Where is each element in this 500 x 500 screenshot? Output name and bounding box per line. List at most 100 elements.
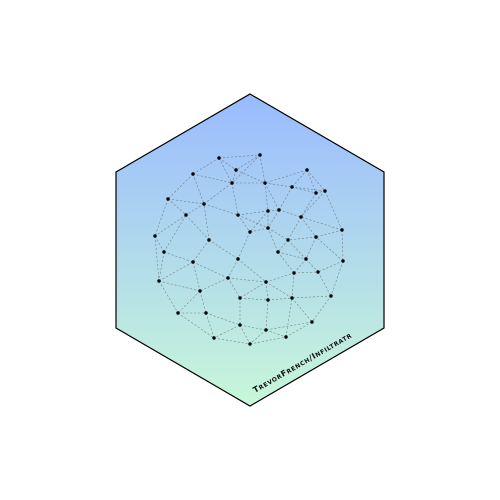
network-edge: [278, 186, 293, 211]
network-edge: [185, 203, 205, 216]
network-edge: [287, 236, 317, 241]
network-edge: [300, 216, 343, 231]
network-edge: [192, 157, 220, 175]
network-edge: [237, 231, 251, 260]
network-edge: [249, 210, 269, 233]
network-edge: [203, 203, 210, 241]
network-node: [157, 279, 161, 283]
network-node: [198, 289, 202, 293]
network-edge: [300, 216, 317, 238]
network-edge: [192, 173, 205, 205]
network-node: [226, 276, 230, 280]
network-node: [153, 234, 157, 238]
network-node: [248, 342, 252, 346]
network-edge: [231, 154, 261, 184]
network-edge: [237, 258, 267, 283]
network-node: [323, 189, 327, 193]
network-edge: [306, 169, 317, 194]
network-edge: [317, 260, 344, 273]
network-edge: [163, 214, 187, 253]
network-edge: [265, 281, 293, 299]
network-edge: [315, 236, 344, 262]
network-edge: [291, 295, 332, 299]
network-node: [230, 181, 234, 185]
network-edge: [167, 198, 205, 205]
network-edge: [213, 337, 251, 345]
network-edge: [311, 295, 332, 323]
network-edge: [267, 227, 279, 253]
network-edge: [264, 182, 280, 211]
network-node: [266, 298, 270, 302]
network-edge: [277, 251, 307, 260]
network-node: [276, 250, 280, 254]
network-edge: [287, 216, 302, 241]
network-node: [314, 191, 318, 195]
network-edge: [203, 203, 239, 216]
network-node: [184, 213, 188, 217]
network-graph-icon: [153, 153, 345, 346]
network-node: [191, 260, 195, 264]
network-edge: [177, 290, 201, 314]
network-node: [264, 328, 268, 332]
network-node: [304, 257, 308, 261]
network-edge: [330, 260, 344, 297]
network-node: [290, 296, 294, 300]
network-node: [340, 228, 344, 232]
network-edge: [158, 251, 165, 282]
network-edge: [264, 169, 308, 184]
network-node: [162, 250, 166, 254]
network-node: [290, 185, 294, 189]
network-node: [238, 296, 242, 300]
network-node: [266, 209, 270, 213]
network-edge: [291, 297, 313, 323]
network-node: [191, 172, 195, 176]
network-node: [277, 208, 281, 212]
network-edge: [154, 235, 165, 253]
network-node: [236, 257, 240, 261]
network-edge: [167, 198, 187, 216]
network-edge: [205, 312, 241, 326]
network-node: [166, 197, 170, 201]
network-edge: [167, 173, 194, 200]
network-edge: [199, 277, 229, 292]
network-edge: [237, 214, 251, 233]
network-node: [207, 238, 211, 242]
network-edge: [291, 272, 295, 299]
network-edge: [305, 258, 319, 273]
network-edge: [239, 297, 269, 301]
network-edge: [239, 324, 251, 345]
network-edge: [265, 281, 269, 301]
network-edge: [239, 281, 267, 299]
network-node: [238, 323, 242, 327]
network-edge: [163, 251, 194, 263]
network-edge: [192, 261, 229, 279]
network-node: [329, 294, 333, 298]
network-edge: [277, 239, 289, 253]
network-edge: [249, 227, 269, 233]
network-node: [299, 215, 303, 219]
network-node: [234, 168, 238, 172]
network-edge: [249, 329, 267, 345]
network-edge: [265, 329, 287, 338]
network-node: [266, 226, 270, 230]
network-node: [217, 156, 221, 160]
network-edge: [264, 182, 293, 188]
network-edge: [267, 209, 280, 212]
network-edge: [293, 271, 319, 274]
network-edge: [249, 336, 287, 345]
network-edge: [285, 321, 313, 338]
network-edge: [158, 280, 201, 292]
network-edge: [285, 297, 293, 338]
network-edge: [239, 324, 267, 331]
network-edges: [154, 154, 344, 345]
network-edge: [235, 154, 261, 171]
network-edge: [208, 239, 239, 260]
network-edge: [287, 239, 307, 260]
network-edge: [291, 186, 317, 194]
network-edge: [154, 198, 169, 237]
network-edge: [192, 173, 233, 184]
network-edge: [154, 235, 160, 282]
network-node: [292, 271, 296, 275]
network-edge: [293, 258, 307, 274]
